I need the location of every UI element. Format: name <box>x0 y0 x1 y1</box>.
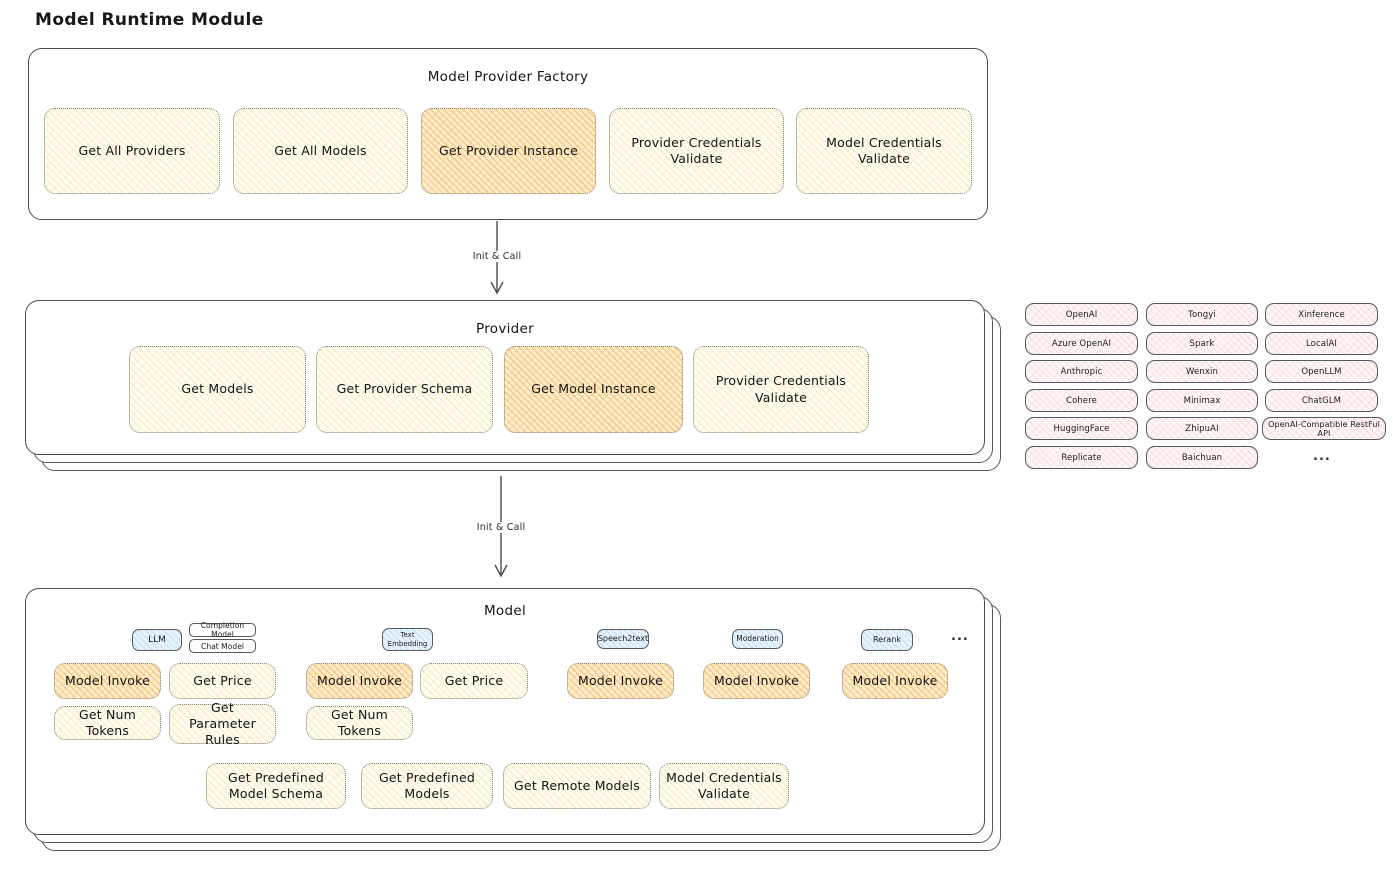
node-get-predefined-models: Get Predefined Models <box>361 763 493 809</box>
provider-chip-chatglm: ChatGLM <box>1265 389 1378 412</box>
node-get-predefined-model-schema: Get Predefined Model Schema <box>206 763 346 809</box>
tab-chat-model: Chat Model <box>189 639 256 653</box>
tab-rerank: Rerank <box>861 629 913 651</box>
factory-panel: Model Provider Factory Get All Providers… <box>28 48 988 220</box>
node-get-model-instance: Get Model Instance <box>504 346 683 433</box>
provider-chip-openllm: OpenLLM <box>1265 360 1378 383</box>
provider-chip-baichuan: Baichuan <box>1146 446 1258 469</box>
node-get-provider-schema: Get Provider Schema <box>316 346 493 433</box>
provider-chip-localai: LocalAI <box>1265 332 1378 355</box>
provider-chip-azure-openai: Azure OpenAI <box>1025 332 1138 355</box>
node-get-price-llm: Get Price <box>169 663 276 699</box>
tab-llm: LLM <box>132 629 182 651</box>
model-panel: Model LLM Completion Model Chat Model Te… <box>25 588 985 835</box>
tab-moderation: Moderation <box>732 629 783 649</box>
node-model-invoke-rerank: Model Invoke <box>842 663 948 699</box>
provider-chip-spark: Spark <box>1146 332 1258 355</box>
arrow-label-init-call-2: Init & Call <box>471 522 531 533</box>
node-model-invoke-llm: Model Invoke <box>54 663 161 699</box>
provider-chip-xinference: Xinference <box>1265 303 1378 326</box>
tab-speech2text: Speech2text <box>597 629 649 649</box>
node-get-provider-instance: Get Provider Instance <box>421 108 596 194</box>
node-model-invoke-speech2text: Model Invoke <box>567 663 674 699</box>
provider-chip-cohere: Cohere <box>1025 389 1138 412</box>
node-get-all-providers: Get All Providers <box>44 108 220 194</box>
provider-chip-openai: OpenAI <box>1025 303 1138 326</box>
node-provider-credentials-validate-2: Provider Credentials Validate <box>693 346 869 433</box>
provider-chip-tongyi: Tongyi <box>1146 303 1258 326</box>
node-model-credentials-validate: Model Credentials Validate <box>796 108 972 194</box>
node-get-num-tokens-text-embedding: Get Num Tokens <box>306 706 413 740</box>
provider-title: Provider <box>476 321 534 337</box>
node-model-credentials-validate-bottom: Model Credentials Validate <box>659 763 789 809</box>
arrow-label-init-call-1: Init & Call <box>467 251 527 262</box>
node-model-invoke-text-embedding: Model Invoke <box>306 663 413 699</box>
provider-panel: Provider Get Models Get Provider Schema … <box>25 300 985 455</box>
node-provider-credentials-validate: Provider Credentials Validate <box>609 108 784 194</box>
provider-chip-minimax: Minimax <box>1146 389 1258 412</box>
provider-chip-zhipuai: ZhipuAI <box>1146 417 1258 440</box>
factory-title: Model Provider Factory <box>427 69 589 85</box>
tab-completion-model: Completion Model <box>189 621 256 639</box>
node-model-invoke-moderation: Model Invoke <box>703 663 810 699</box>
provider-chip-anthropic: Anthropic <box>1025 360 1138 383</box>
node-get-price-text-embedding: Get Price <box>420 663 528 699</box>
node-get-all-models: Get All Models <box>233 108 408 194</box>
provider-chip-openai-compatible: OpenAI-Compatible RestFul API <box>1262 417 1386 440</box>
model-title: Model <box>483 603 527 619</box>
providers-more-ellipsis: ... <box>1313 449 1331 464</box>
page-title: Model Runtime Module <box>35 10 264 30</box>
node-get-models: Get Models <box>129 346 306 433</box>
tab-text-embedding: Text Embedding <box>382 628 433 651</box>
model-more-ellipsis: ... <box>951 629 969 644</box>
node-get-remote-models: Get Remote Models <box>503 763 651 809</box>
provider-chip-wenxin: Wenxin <box>1146 360 1258 383</box>
node-get-num-tokens-llm: Get Num Tokens <box>54 706 161 740</box>
provider-chip-replicate: Replicate <box>1025 446 1138 469</box>
provider-chip-huggingface: HuggingFace <box>1025 417 1138 440</box>
node-get-parameter-rules: Get Parameter Rules <box>169 700 276 747</box>
